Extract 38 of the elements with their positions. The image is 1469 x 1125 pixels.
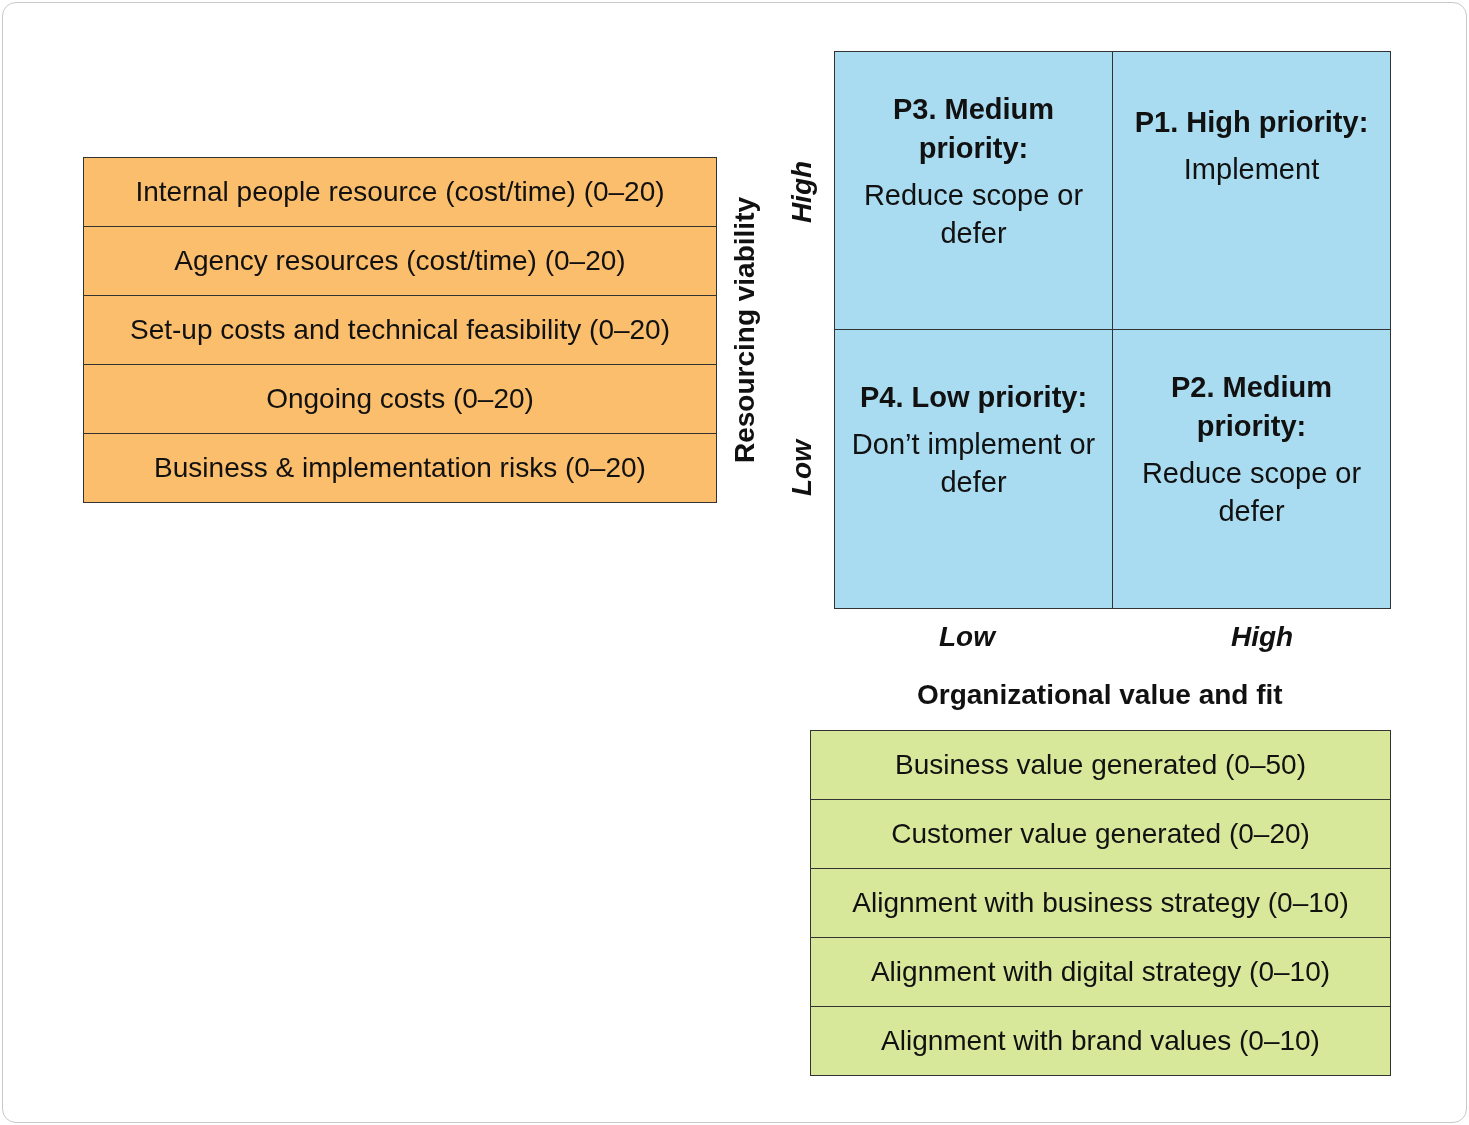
criterion-text: Business & implementation risks (0–20) xyxy=(154,452,646,484)
priority-quadrant xyxy=(834,51,1113,330)
criterion-text: Ongoing costs (0–20) xyxy=(266,383,534,415)
criteria-row xyxy=(83,295,717,365)
axis-title: Organizational value and fit xyxy=(917,679,1283,711)
criterion-text: Customer value generated (0–20) xyxy=(891,818,1310,850)
priority-heading: P3. Medium priority: xyxy=(891,91,1056,166)
priority-action: Reduce scope or defer xyxy=(1140,456,1363,529)
priority-action: Reduce scope or defer xyxy=(862,177,1085,251)
criterion-text: Agency resources (cost/time) (0–20) xyxy=(174,245,626,277)
criterion-text: Internal people resource (cost/time) (0–20) xyxy=(135,176,665,208)
priority-action: Don’t implement or defer xyxy=(850,426,1097,500)
criteria-row xyxy=(810,1006,1391,1076)
criteria-row xyxy=(83,433,717,503)
criteria-row xyxy=(83,226,717,296)
axis-tick-label: Low xyxy=(786,440,818,496)
criteria-row xyxy=(83,364,717,434)
priority-action: Implement xyxy=(1182,152,1321,187)
criterion-text: Alignment with brand values (0–10) xyxy=(881,1025,1320,1057)
axis-tick-label: High xyxy=(786,160,819,224)
criteria-row xyxy=(810,937,1391,1007)
criteria-row xyxy=(83,157,717,227)
criteria-row xyxy=(810,868,1391,938)
criterion-text: Business value generated (0–50) xyxy=(895,749,1306,781)
priority-heading: P2. Medium priority: xyxy=(1169,370,1334,444)
priority-quadrant xyxy=(1112,329,1391,609)
priority-heading: P4. Low priority: xyxy=(858,379,1089,415)
criteria-row xyxy=(810,799,1391,869)
criterion-text: Alignment with digital strategy (0–10) xyxy=(870,956,1331,988)
priority-heading: P1. High priority: xyxy=(1134,105,1369,140)
priority-quadrant xyxy=(834,329,1113,609)
axis-tick-label: Low xyxy=(939,621,995,653)
criterion-text: Set-up costs and technical feasibility (0–20) xyxy=(129,314,671,346)
criteria-row xyxy=(810,730,1391,800)
axis-tick-label: High xyxy=(1231,621,1294,653)
priority-quadrant xyxy=(1112,51,1391,330)
criterion-text: Alignment with business strategy (0–10) xyxy=(852,887,1349,919)
axis-title: Resourcing viability xyxy=(729,196,762,464)
